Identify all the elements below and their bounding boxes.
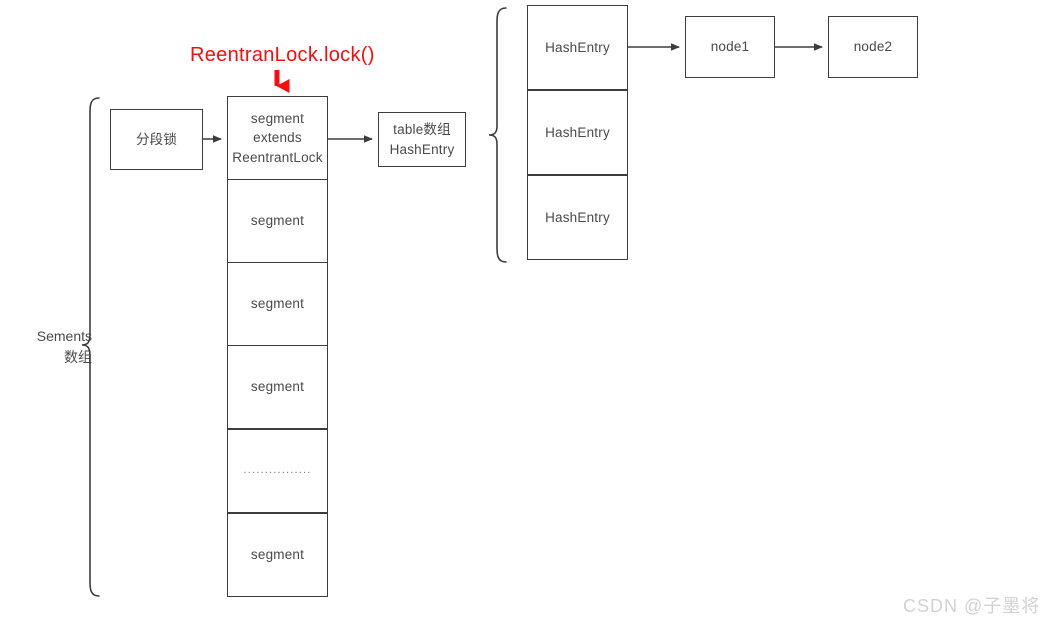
reentrantlock-lock-annotation: ReentranLock.lock() — [190, 44, 375, 66]
hashentry-cell-1: HashEntry — [527, 90, 628, 175]
csdn-watermark: CSDN @子墨将 — [903, 596, 1041, 616]
hashentry-cell-0: HashEntry — [527, 5, 628, 90]
segment-cell-1: segment — [227, 179, 328, 263]
table-array-line-1: HashEntry — [389, 141, 455, 157]
segment-cell-0-line-0: segment — [250, 110, 305, 126]
segment-cell-ellipsis: ................ — [227, 429, 328, 513]
segment-cell-3: segment — [227, 345, 328, 429]
table-array-line-0: table数组 — [393, 121, 451, 137]
node1-box: node1 — [685, 16, 775, 78]
segment-cell-0-line-1: extends — [253, 130, 302, 146]
segment-cell-5: segment — [227, 513, 328, 597]
hashentry-array-brace — [488, 7, 507, 263]
node2-box: node2 — [828, 16, 918, 78]
hashentry-cell-2: HashEntry — [527, 175, 628, 260]
segment-cell-0-line-2: ReentrantLock — [232, 149, 323, 165]
table-array-box: table数组 HashEntry — [378, 112, 466, 167]
segments-array-label: Sements 数组 — [36, 328, 92, 365]
segment-cell-0: segment extends ReentrantLock — [227, 96, 328, 180]
segment-cell-2: segment — [227, 262, 328, 346]
fenduansuo-box: 分段锁 — [110, 109, 203, 170]
